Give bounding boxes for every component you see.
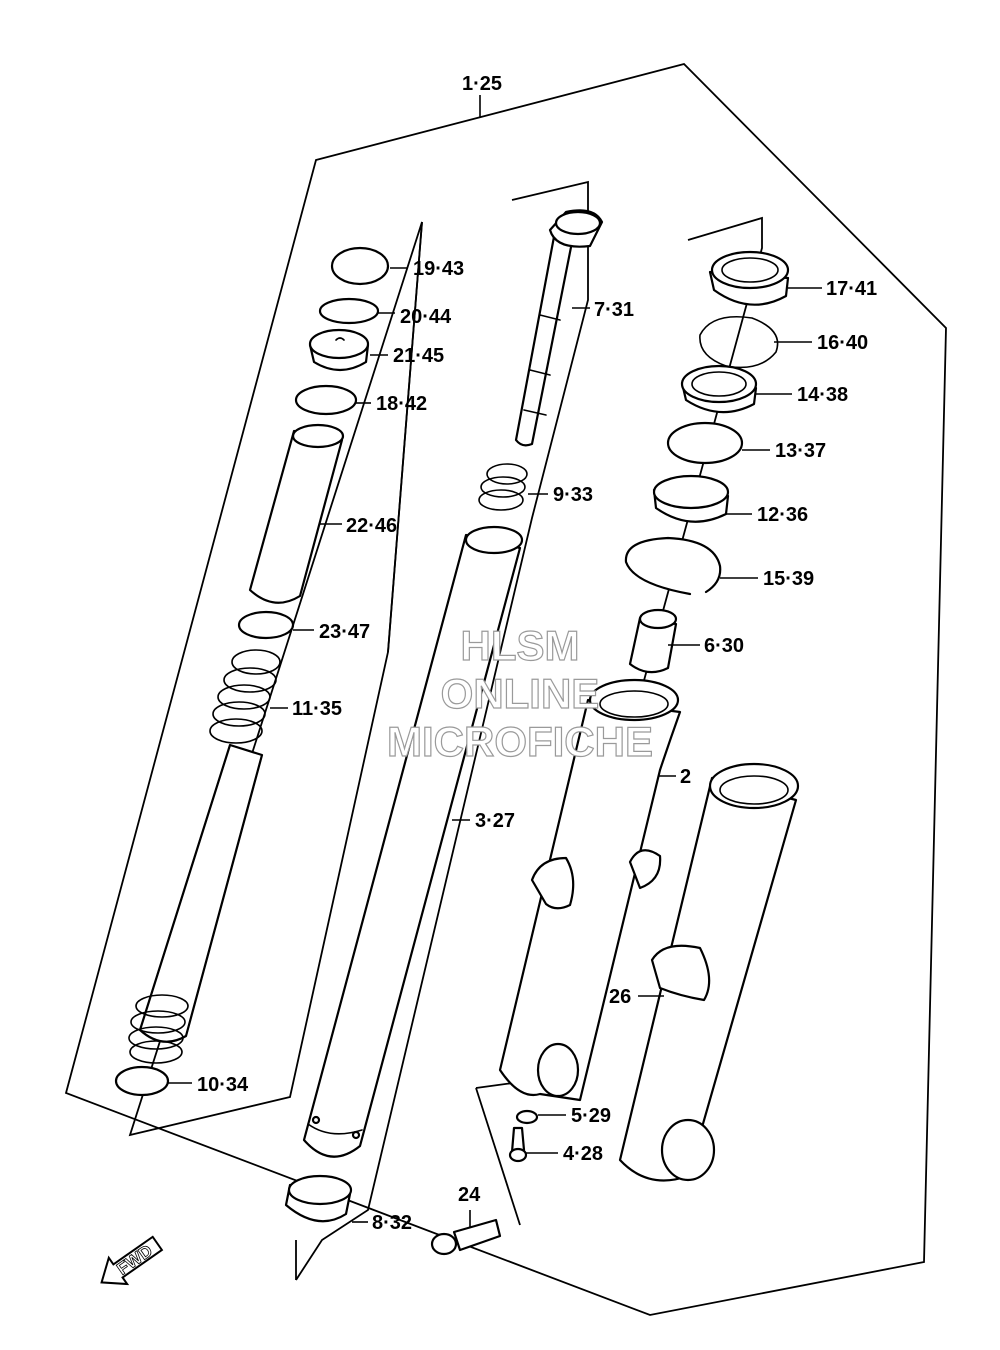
part-snap-ring-20 bbox=[318, 297, 380, 325]
callout-24: 24 bbox=[458, 1184, 481, 1206]
callout-21-45: 21·45 bbox=[393, 345, 444, 367]
part-spring-bottom-coils bbox=[128, 994, 189, 1064]
part-cylinder-6 bbox=[628, 608, 678, 674]
callout-2: 2 bbox=[680, 766, 691, 788]
callout-22-46: 22·46 bbox=[346, 515, 397, 537]
callout-7-31: 7·31 bbox=[594, 299, 634, 321]
callout-3-27: 3·27 bbox=[475, 810, 515, 832]
callout-13-37: 13·37 bbox=[775, 440, 826, 462]
part-washer-13 bbox=[666, 421, 744, 465]
callout-10-34: 10·34 bbox=[197, 1074, 249, 1096]
part-bushing-12 bbox=[652, 474, 730, 523]
part-ring-10 bbox=[114, 1065, 170, 1097]
part-inner-tube-3 bbox=[302, 525, 524, 1158]
part-dust-seal-17 bbox=[708, 250, 790, 306]
callout-26: 26 bbox=[609, 986, 631, 1008]
callout-17-41: 17·41 bbox=[826, 278, 877, 300]
callout-4-28: 4·28 bbox=[563, 1143, 603, 1165]
part-cap-19 bbox=[330, 246, 390, 286]
part-outer-tube-2 bbox=[498, 678, 682, 1102]
part-bushing-8 bbox=[284, 1174, 353, 1223]
part-bolt-4 bbox=[508, 1126, 528, 1163]
middle-subframe bbox=[295, 180, 589, 1281]
callout-9-33: 9·33 bbox=[553, 484, 593, 506]
callout-19-43: 19·43 bbox=[413, 258, 464, 280]
callout-18-42: 18·42 bbox=[376, 393, 427, 415]
watermark-line-3: MICROFICHE bbox=[387, 718, 653, 765]
callout-23-47: 23·47 bbox=[319, 621, 370, 643]
center-leader-24 bbox=[475, 1087, 521, 1226]
callout-15-39: 15·39 bbox=[763, 568, 814, 590]
part-damper-rod-7 bbox=[514, 209, 604, 447]
watermark-line-2: ONLINE bbox=[441, 670, 600, 717]
callout-5-29: 5·29 bbox=[571, 1105, 611, 1127]
callout-labels: 1·25 19·43 20·44 21·45 18·42 22·46 23·47… bbox=[197, 73, 877, 1234]
part-ring-15 bbox=[624, 536, 722, 596]
part-spacer-22 bbox=[248, 423, 345, 604]
part-o-ring-18 bbox=[294, 384, 358, 416]
watermark-line-1: HLSM bbox=[461, 622, 580, 669]
callout-11-35: 11·35 bbox=[292, 698, 342, 720]
part-outer-tube-26 bbox=[618, 762, 800, 1182]
callout-leaders bbox=[168, 267, 822, 1228]
part-rebound-spring-9 bbox=[478, 463, 528, 511]
callout-20-44: 20·44 bbox=[400, 306, 452, 328]
callout-16-40: 16·40 bbox=[817, 332, 868, 354]
part-oil-seal-14 bbox=[680, 364, 758, 414]
callout-14-38: 14·38 bbox=[797, 384, 848, 406]
watermark: HLSM ONLINE MICROFICHE bbox=[386, 621, 653, 765]
part-stop-ring-16 bbox=[699, 316, 779, 369]
part-spring-11 bbox=[209, 649, 281, 744]
left-subframe-edge bbox=[387, 221, 423, 653]
outer-frame bbox=[64, 62, 947, 1316]
callout-1-25: 1·25 bbox=[462, 73, 502, 95]
part-bolt-24 bbox=[430, 1218, 502, 1256]
callout-12-36: 12·36 bbox=[757, 504, 808, 526]
part-washer-5 bbox=[515, 1109, 539, 1125]
fwd-arrow-icon: FWD bbox=[100, 1235, 164, 1286]
part-cap-bolt-21 bbox=[308, 328, 370, 372]
part-fork-spring-body bbox=[138, 743, 264, 1043]
part-washer-23 bbox=[237, 610, 295, 640]
callout-6-30: 6·30 bbox=[704, 635, 744, 657]
callout-8-32: 8·32 bbox=[372, 1212, 412, 1234]
